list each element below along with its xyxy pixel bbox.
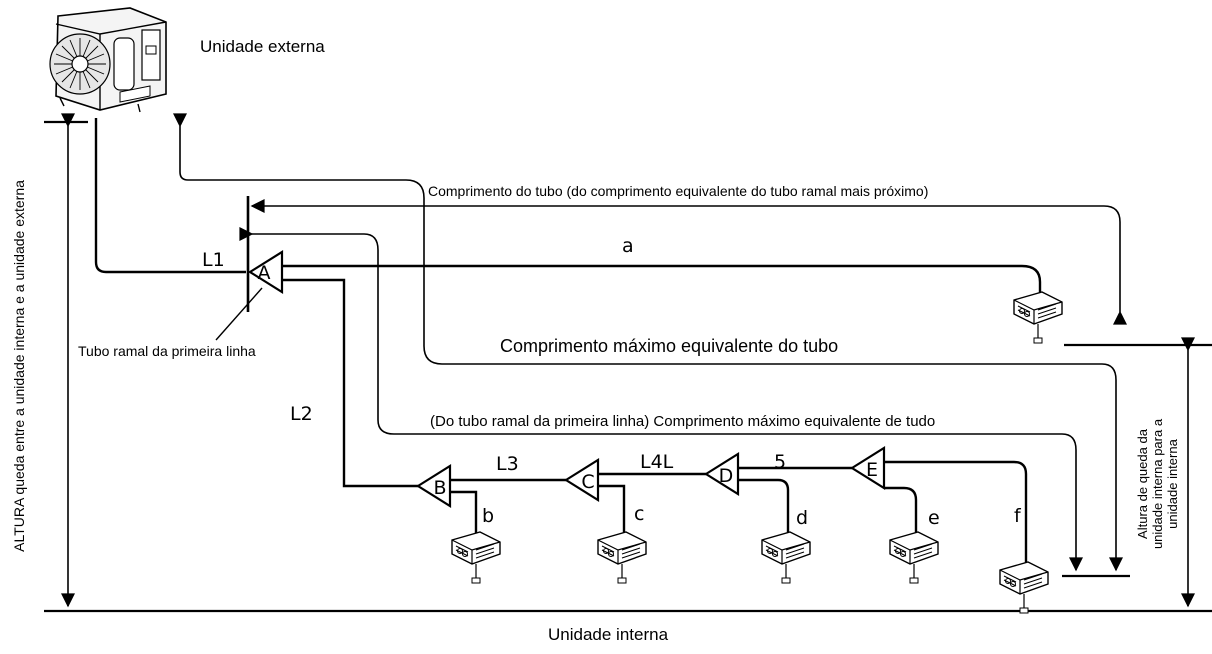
height-indoor-line3: unidade interna (1165, 438, 1180, 528)
pipe-e-label: e (928, 507, 940, 529)
pipe-b (450, 490, 478, 540)
indoor-unit-c (597, 531, 647, 584)
branch-C-label: C (581, 471, 594, 493)
first-branch-leader (215, 287, 263, 341)
pipe-length-nearest-dimension (250, 199, 1127, 325)
pipe-e (884, 486, 918, 540)
indoor-unit-a (1013, 291, 1063, 344)
pipe-a (282, 264, 1042, 296)
outdoor-unit-label: Unidade externa (200, 37, 325, 56)
height-indoor-line2: unidade interna para a (1150, 418, 1165, 549)
indoor-unit-f (999, 561, 1049, 614)
height-outdoor-indoor-label: ALTURA queda entre a unidade interna e a… (11, 180, 27, 552)
pipe-a-label: a (622, 235, 634, 257)
pipe-L1 (94, 118, 246, 274)
branch-E-label: E (866, 459, 878, 481)
height-indoor-line1: Altura de queda da (1135, 428, 1150, 539)
segment-L4L-label: L4L (640, 451, 674, 473)
outdoor-unit-image (49, 7, 167, 113)
segment-5-label: 5 (774, 451, 786, 473)
branch-D-label: D (719, 465, 734, 487)
pipe-c (598, 484, 626, 540)
pipe-d-label: d (796, 507, 808, 529)
from-first-branch-dimension (239, 227, 1083, 572)
pipe-f-label: f (1014, 505, 1022, 527)
segment-L1-label: L1 (202, 249, 225, 271)
pipe-d (738, 478, 790, 540)
max-equivalent-label: Comprimento máximo equivalente do tubo (500, 336, 838, 356)
indoor-unit-b (451, 531, 501, 584)
segment-L2-label: L2 (290, 403, 313, 425)
pipe-c-label: c (634, 503, 644, 525)
pipe-length-nearest-label: Comprimento do tubo (do comprimento equi… (428, 183, 928, 199)
segment-L3-label: L3 (496, 453, 519, 475)
indoor-unit-d (761, 531, 811, 584)
branch-A-label: A (258, 262, 271, 284)
first-branch-label: Tubo ramal da primeira linha (78, 343, 256, 359)
branch-B-label: B (433, 477, 446, 499)
from-first-branch-label: (Do tubo ramal da primeira linha) Compri… (430, 413, 935, 430)
pipe-b-label: b (482, 505, 494, 527)
pipe-L2 (282, 278, 420, 488)
indoor-unit-label: Unidade interna (548, 625, 669, 644)
indoor-unit-e (889, 531, 939, 584)
